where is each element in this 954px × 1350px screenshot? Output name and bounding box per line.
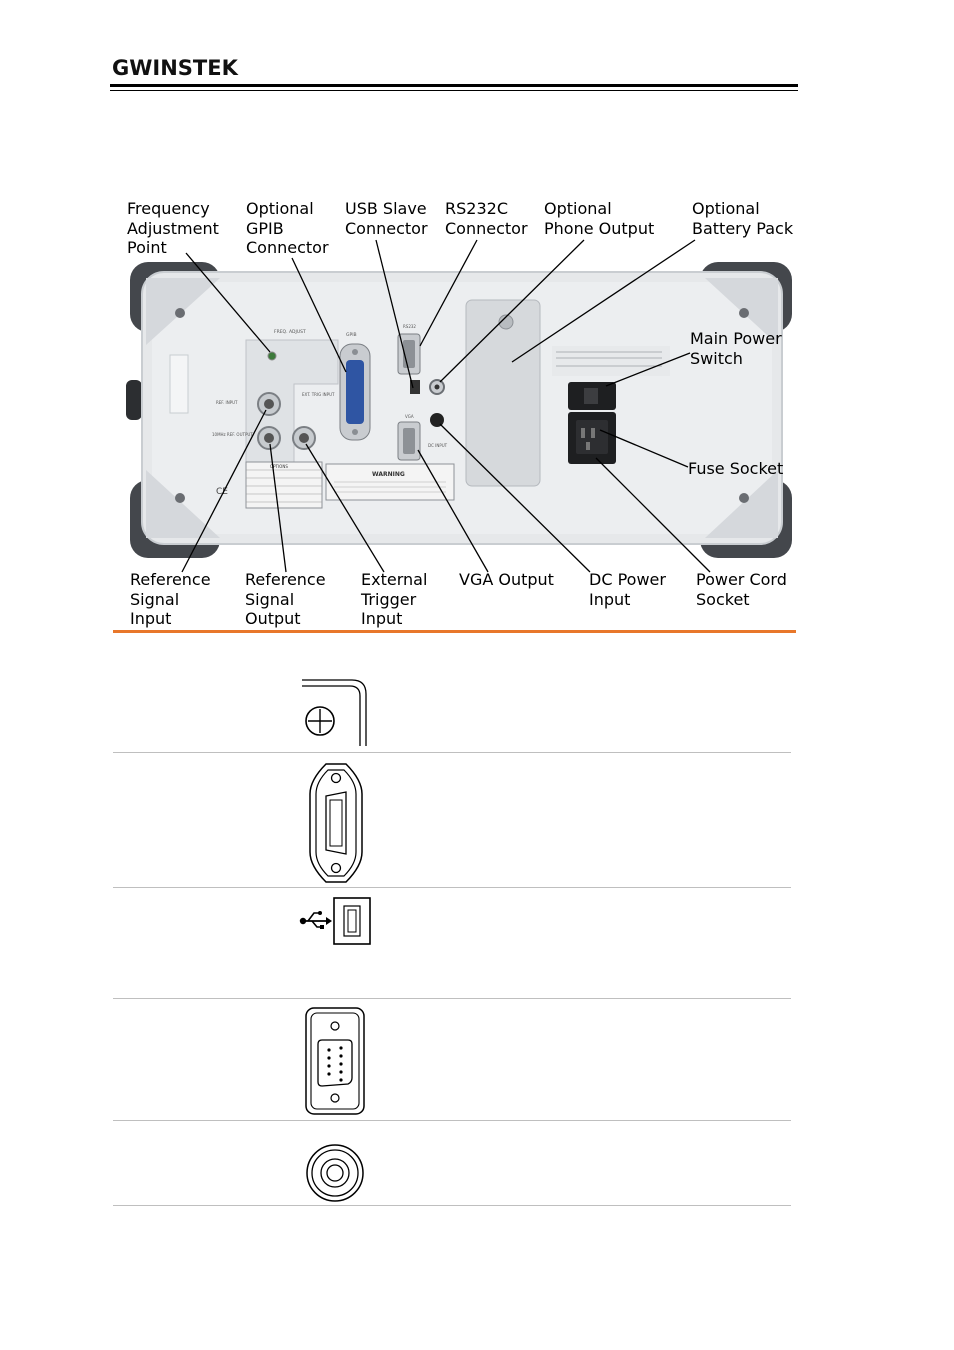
table-row-divider (113, 887, 791, 888)
figure-rule (113, 630, 796, 633)
callout-dc-power-input: DC Power Input (589, 570, 666, 609)
rear-panel-figure: FREQ. ADJUST REF. INPUT 10MHz REF. OUTPU… (113, 239, 796, 633)
bnc-ref-input (257, 392, 281, 416)
bnc-ref-output (257, 426, 281, 450)
leader-lines (181, 239, 711, 573)
usb-port-panel (410, 380, 420, 394)
svg-text:EXT. TRIG INPUT: EXT. TRIG INPUT (302, 392, 335, 397)
gpib-connector-icon (309, 763, 363, 883)
svg-text:WARNING: WARNING (372, 471, 405, 478)
battery-pack-cover (465, 299, 541, 487)
freq-adjust-point (267, 351, 277, 361)
table-row-divider (113, 1120, 791, 1121)
phone-jack-icon (306, 1144, 364, 1202)
main-power-switch (568, 382, 616, 410)
header-rule-thin (110, 90, 798, 91)
panel-label-freq: FREQ. ADJUST (274, 329, 306, 335)
header-rule (110, 84, 798, 87)
callout-battery-pack: Optional Battery Pack (692, 199, 794, 238)
bnc-ext-trig (292, 426, 316, 450)
svg-text:CE: CE (216, 487, 228, 497)
callout-gpib: Optional GPIB Connector (246, 199, 329, 257)
dc-power-panel (430, 413, 444, 427)
screw-adjust-icon (302, 679, 367, 746)
table-row-divider (113, 752, 791, 753)
svg-text:10MHz REF. OUTPUT: 10MHz REF. OUTPUT (212, 432, 253, 437)
svg-text:VGA: VGA (405, 414, 414, 419)
table-row-divider (113, 1205, 791, 1206)
callout-fuse-socket: Fuse Socket (688, 459, 784, 478)
table-row-divider (113, 998, 791, 999)
callout-reference-signal-input: Reference Signal Input (130, 570, 211, 628)
options-sticker (245, 461, 323, 509)
usb-slave-icon (299, 897, 371, 945)
callout-frequency-adjustment: Frequency Adjustment Point (127, 199, 219, 257)
callout-phone-output: Optional Phone Output (544, 199, 655, 238)
callout-external-trigger-input: External Trigger Input (361, 570, 428, 628)
db9-connector-icon (305, 1007, 365, 1115)
svg-text:GPIB: GPIB (346, 332, 357, 338)
brand-logo: GWINSTEK (112, 56, 238, 80)
callout-reference-signal-output: Reference Signal Output (245, 570, 326, 628)
svg-text:RS232: RS232 (403, 324, 416, 329)
callout-vga-output: VGA Output (459, 570, 554, 589)
vga-connector-panel (397, 421, 421, 461)
callout-main-power-switch: Main Power Switch (690, 329, 782, 368)
callout-power-cord-socket: Power Cord Socket (696, 570, 787, 609)
gpib-connector-panel (339, 343, 371, 441)
callout-rs232c: RS232C Connector (445, 199, 528, 238)
power-cord-socket (568, 412, 616, 464)
svg-text:REF. INPUT: REF. INPUT (216, 400, 238, 405)
svg-text:OPTIONS: OPTIONS (270, 464, 288, 469)
callout-usb-slave: USB Slave Connector (345, 199, 428, 238)
svg-text:DC INPUT: DC INPUT (428, 443, 448, 448)
